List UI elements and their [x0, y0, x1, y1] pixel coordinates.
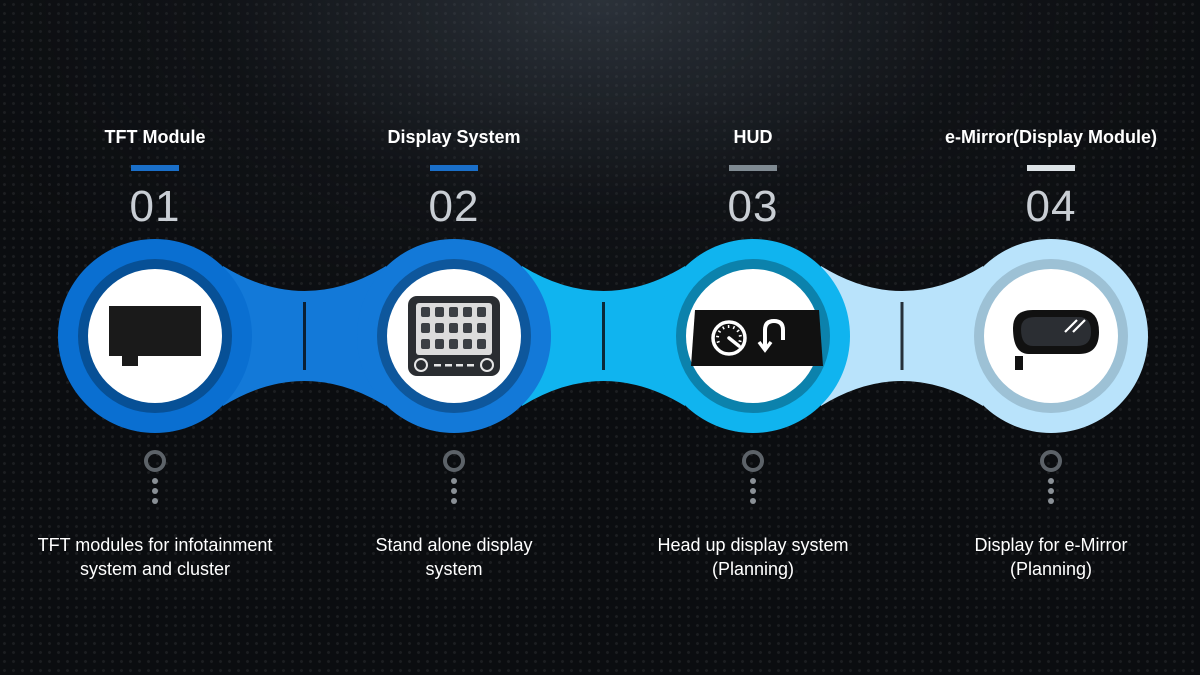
- step-accent-bar: [729, 165, 777, 171]
- step-number: 02: [428, 182, 480, 231]
- display-system-icon: [408, 296, 500, 376]
- step-number: 01: [129, 182, 181, 231]
- step-4: e-Mirror(Display Module) 04 Display for …: [901, 0, 1200, 675]
- tft-module-icon: [109, 306, 201, 366]
- step-description: TFT modules for infotainment system and …: [37, 535, 273, 579]
- step-accent-bar: [131, 165, 179, 171]
- step-2: Display System 02 Stand alone display sy…: [304, 0, 604, 675]
- step-title: Display System: [387, 127, 521, 147]
- step-description: Display for e-Mirror (Planning): [974, 535, 1128, 579]
- step-accent-bar: [1027, 165, 1075, 171]
- step-1: TFT Module 01 TFT modules for infotainme…: [5, 0, 305, 675]
- step-title: e-Mirror(Display Module): [944, 127, 1158, 147]
- connector-ring: [443, 450, 465, 472]
- step-title: HUD: [733, 127, 773, 147]
- step-description: Head up display system (Planning): [657, 535, 849, 579]
- connector-dots: [749, 478, 757, 508]
- connector-dots: [151, 478, 159, 508]
- connector-ring: [144, 450, 166, 472]
- step-description: Stand alone display system: [375, 535, 533, 579]
- e-mirror-icon: [1013, 310, 1099, 370]
- hud-icon: [691, 310, 823, 366]
- step-3: HUD 03 Head up display system (Planning): [603, 0, 903, 675]
- step-accent-bar: [430, 165, 478, 171]
- connector-dots: [450, 478, 458, 508]
- chain-seam: [602, 302, 605, 370]
- step-number: 03: [727, 182, 779, 231]
- step-number: 04: [1025, 182, 1077, 231]
- connector-ring: [1040, 450, 1062, 472]
- step-title: TFT Module: [104, 127, 206, 147]
- connector-dots: [1047, 478, 1055, 508]
- chain-seam: [900, 302, 904, 370]
- connector-ring: [742, 450, 764, 472]
- chain-seam: [303, 302, 306, 370]
